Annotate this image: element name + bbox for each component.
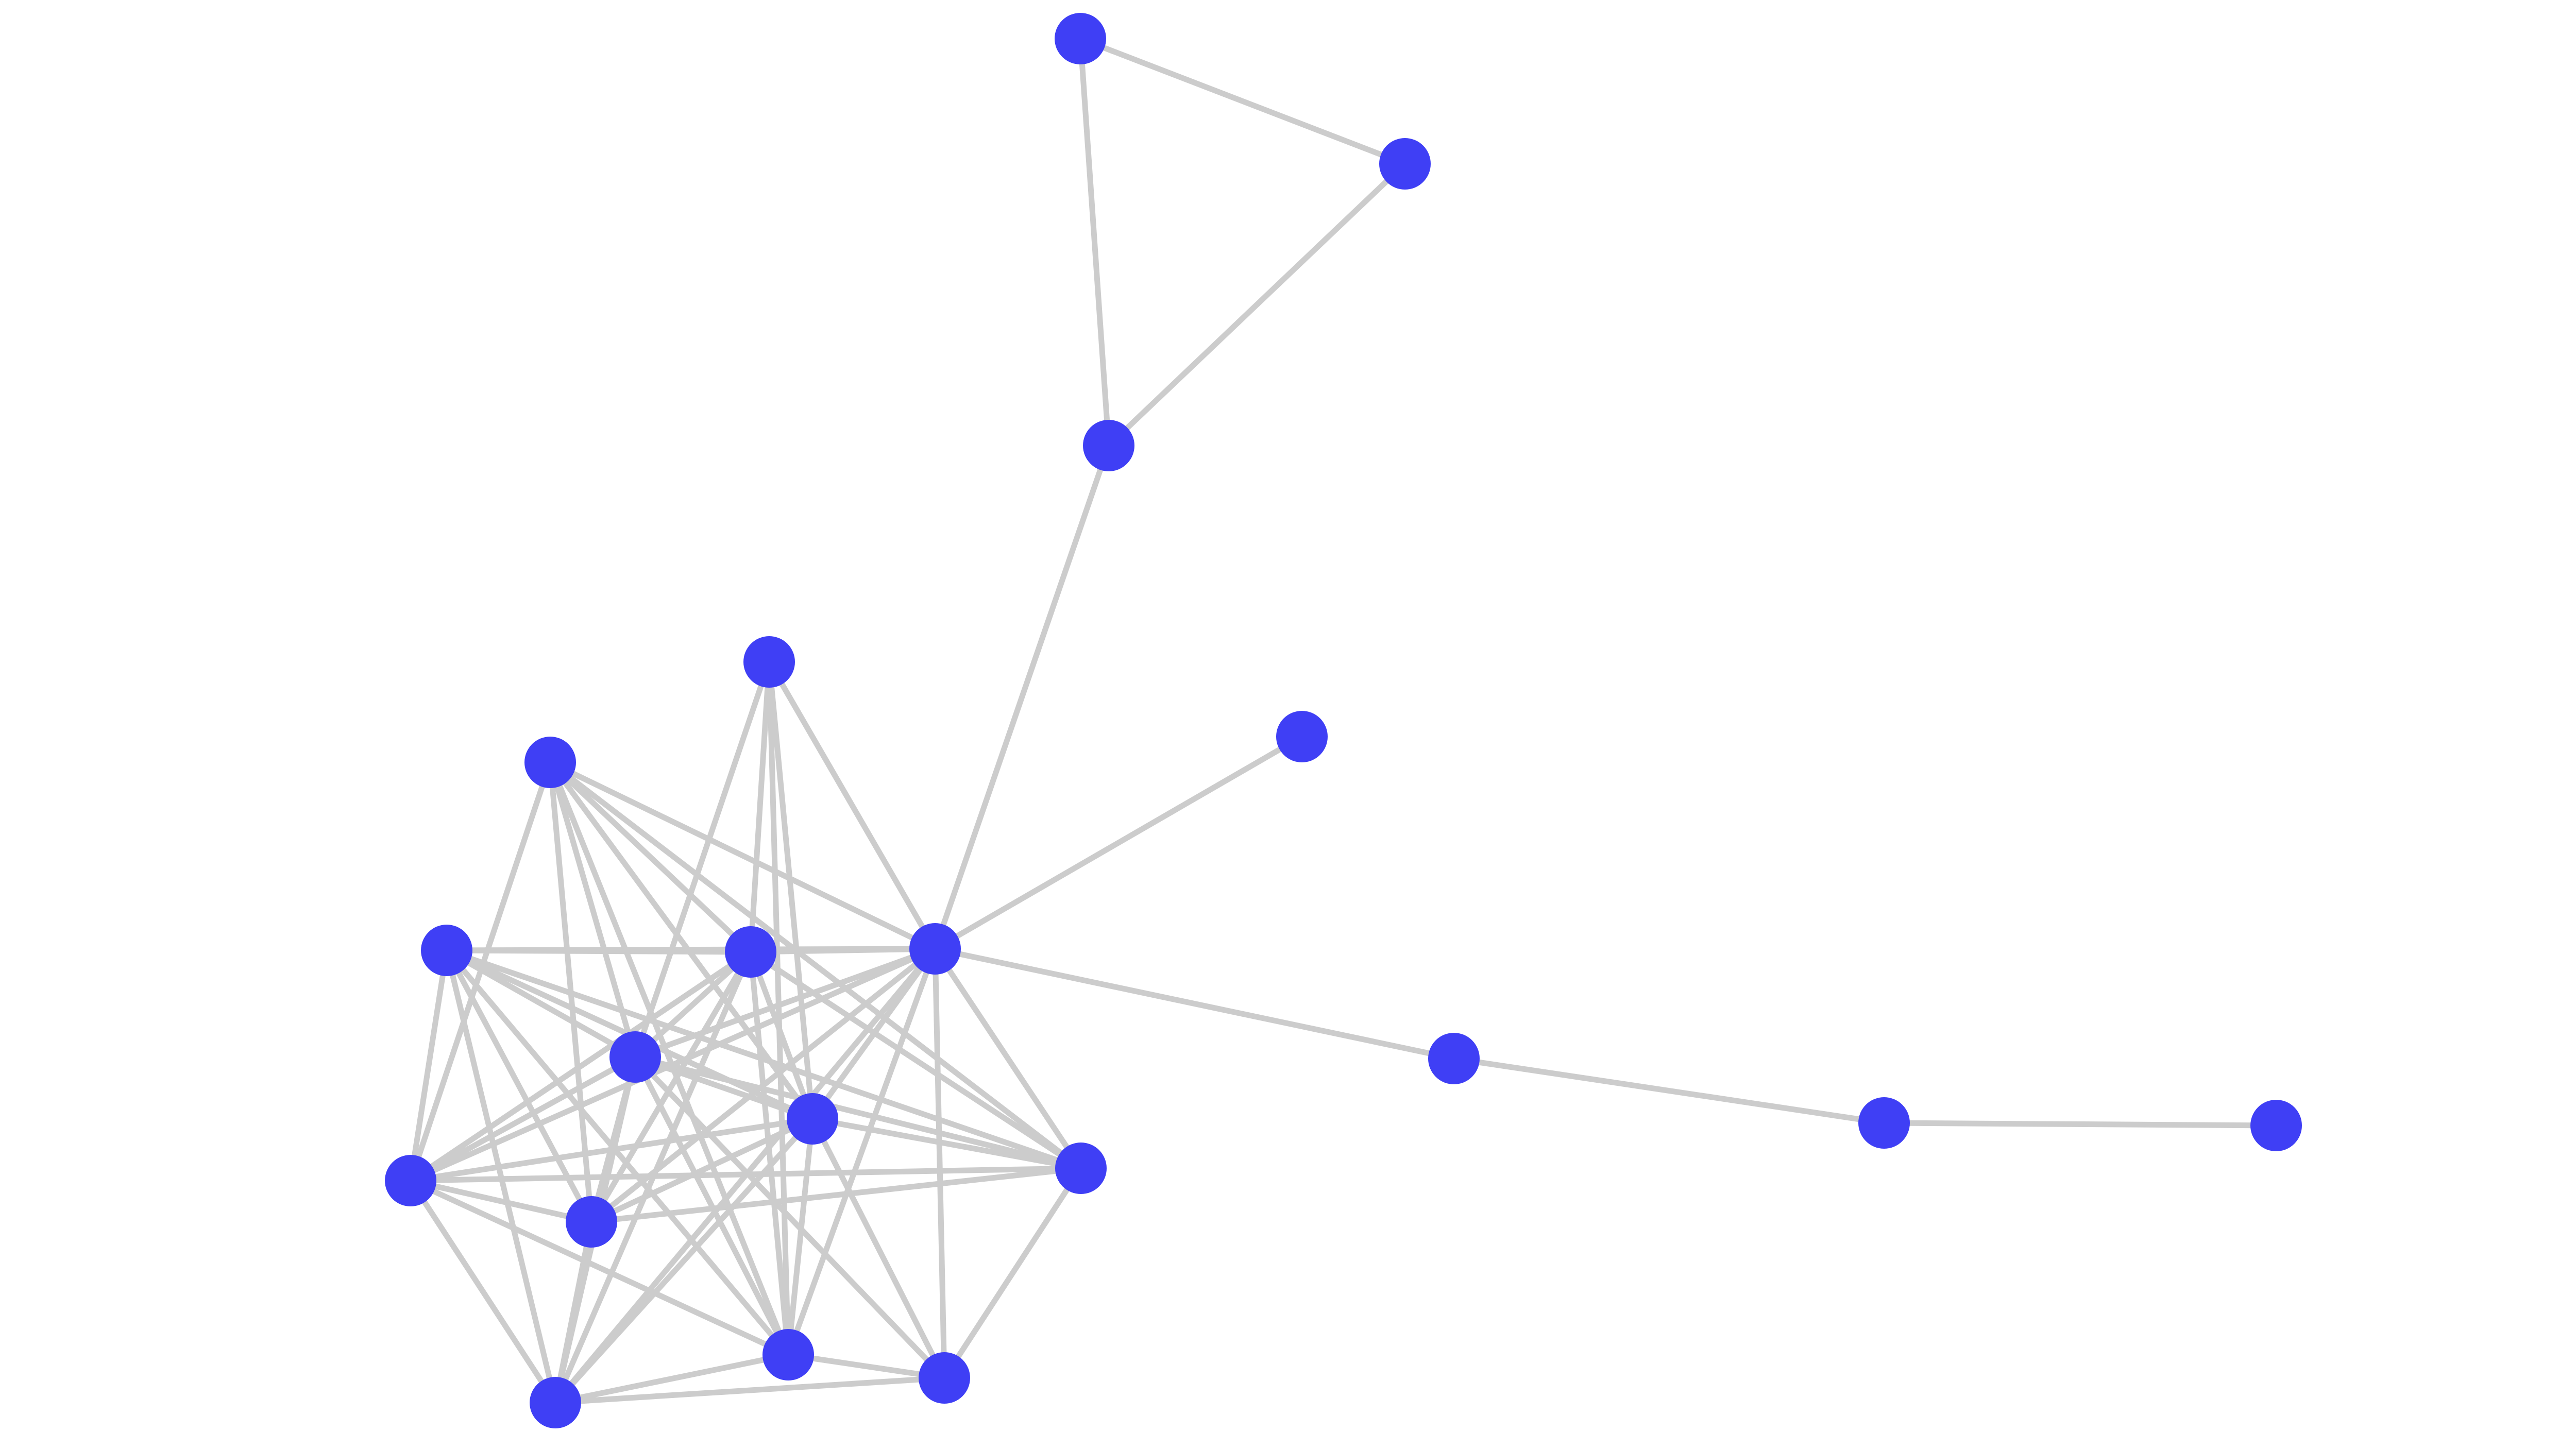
edge-T-I <box>748 949 791 1358</box>
edge-F-Q <box>932 946 1084 1171</box>
edge-I-L <box>408 949 754 1184</box>
node-N[interactable] <box>1428 1033 1480 1084</box>
edge-L-M <box>408 1178 595 1225</box>
edge-L-R <box>408 1178 558 1406</box>
node-O[interactable] <box>1858 1097 1910 1149</box>
node-B[interactable] <box>1379 138 1431 190</box>
edge-K-S <box>809 1116 947 1381</box>
edge-F-J <box>632 946 938 1060</box>
edge-J-Q <box>632 1054 1084 1171</box>
edge-T-J <box>632 1054 791 1358</box>
edge-F-N <box>932 946 1457 1062</box>
edges-layer <box>408 36 2279 1406</box>
edge-G-Q <box>547 759 1084 1171</box>
edge-A-C <box>1077 36 1112 449</box>
node-H[interactable] <box>421 925 472 976</box>
edge-J-S <box>632 1054 947 1381</box>
edge-T-L <box>408 1178 791 1358</box>
node-R[interactable] <box>530 1377 581 1428</box>
node-E[interactable] <box>1276 711 1328 762</box>
edge-O-P <box>1881 1120 2279 1129</box>
edge-T-R <box>552 1352 791 1406</box>
edge-T-G <box>547 759 791 1358</box>
nodes-layer <box>385 13 2302 1428</box>
edge-H-J <box>444 947 638 1060</box>
edge-M-R <box>552 1219 595 1406</box>
edge-M-Q <box>588 1165 1084 1225</box>
edge-D-F <box>766 659 938 952</box>
node-L[interactable] <box>385 1155 436 1206</box>
node-G[interactable] <box>524 737 576 788</box>
edge-I-F <box>748 946 938 955</box>
edge-B-C <box>1106 161 1408 449</box>
edge-R-S <box>552 1375 947 1406</box>
node-S[interactable] <box>919 1352 970 1404</box>
edge-F-E <box>932 734 1305 952</box>
edge-C-F <box>932 442 1112 952</box>
edge-T-K <box>785 1116 816 1358</box>
node-Q[interactable] <box>1055 1143 1107 1194</box>
edge-T-F <box>785 946 938 1358</box>
edge-I-Q <box>748 949 1084 1171</box>
edge-T-H <box>444 947 791 1358</box>
edge-J-L <box>408 1054 638 1184</box>
edge-D-K <box>766 659 816 1122</box>
edge-K-Q <box>809 1116 1084 1171</box>
node-T[interactable] <box>762 1329 814 1380</box>
edge-F-S <box>932 946 947 1381</box>
edge-A-B <box>1077 36 1408 167</box>
node-P[interactable] <box>2250 1100 2302 1151</box>
node-J[interactable] <box>609 1031 661 1083</box>
edge-G-F <box>547 759 938 952</box>
edge-D-I <box>748 659 772 955</box>
edge-H-Q <box>444 947 1084 1171</box>
node-A[interactable] <box>1055 13 1106 64</box>
node-F[interactable] <box>909 923 961 975</box>
edge-Q-S <box>941 1165 1084 1381</box>
edge-H-L <box>408 947 450 1184</box>
node-C[interactable] <box>1083 420 1134 471</box>
node-D[interactable] <box>743 636 795 688</box>
edge-D-J <box>632 659 772 1060</box>
edge-G-I <box>547 759 754 955</box>
edge-T-S <box>785 1352 947 1381</box>
node-I[interactable] <box>725 926 776 978</box>
node-K[interactable] <box>787 1093 838 1145</box>
edge-L-Q <box>408 1165 1084 1184</box>
node-M[interactable] <box>566 1196 617 1248</box>
edge-N-O <box>1451 1055 1887 1126</box>
edge-K-M <box>588 1116 816 1225</box>
edge-T-D <box>766 659 791 1358</box>
edge-I-J <box>632 949 754 1060</box>
